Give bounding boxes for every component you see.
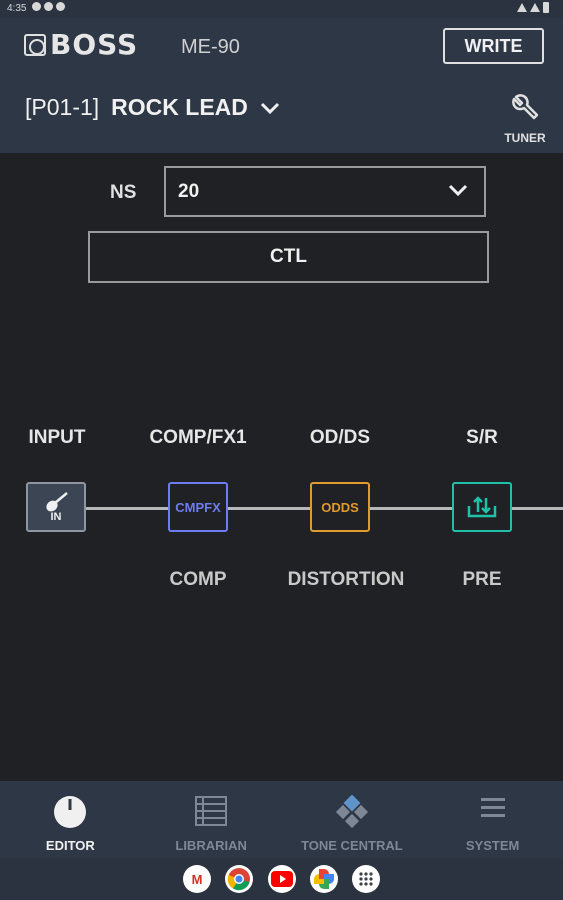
device-model: ME-90: [181, 36, 240, 58]
block-label-send-return: S/R: [466, 427, 498, 448]
tuner-label: TUNER: [504, 131, 546, 145]
photos-logo: [314, 869, 334, 889]
status-bar: 4:35: [0, 0, 563, 18]
wrench-icon: [512, 94, 539, 120]
send-return-block[interactable]: [452, 482, 512, 532]
chrome-icon[interactable]: [225, 865, 253, 893]
ns-dropdown[interactable]: 20: [164, 166, 486, 217]
nav-editor[interactable]: EDITOR: [0, 781, 141, 858]
bottom-navigation: EDITOR LIBRARIAN TONE CENTRAL SYSTEM: [0, 781, 563, 858]
chevron-down-icon: [260, 102, 279, 114]
nav-system-label: SYSTEM: [465, 838, 520, 853]
input-block[interactable]: IN: [26, 482, 86, 532]
nav-librarian-label: LIBRARIAN: [175, 838, 247, 853]
boss-logo: BOSS: [24, 28, 139, 61]
status-system-icons: [517, 2, 549, 13]
photos-icon[interactable]: [310, 865, 338, 893]
wifi-icon: [517, 3, 527, 12]
chevron-down-icon: [448, 184, 468, 197]
block-label-input: INPUT: [28, 427, 86, 448]
input-badge: IN: [50, 511, 62, 523]
guitar-icon: [46, 492, 68, 512]
list-icon: [195, 796, 228, 826]
chrome-logo: [227, 868, 250, 891]
status-notification-icons: [32, 2, 65, 11]
block-type-distortion: DISTORTION: [287, 569, 405, 590]
block-type-comp: COMP: [169, 569, 227, 590]
nav-system[interactable]: SYSTEM: [422, 781, 563, 858]
system-dock: M: [0, 858, 563, 900]
app-drawer-dots: [359, 872, 373, 886]
send-return-icon: [467, 496, 497, 518]
ns-label: NS: [110, 182, 137, 203]
status-time: 4:35: [7, 3, 27, 14]
nav-tone-central[interactable]: TONE CENTRAL: [282, 781, 423, 858]
nav-librarian[interactable]: LIBRARIAN: [141, 781, 282, 858]
youtube-logo: [271, 871, 293, 887]
app-drawer-icon[interactable]: [352, 865, 380, 893]
ns-value: 20: [178, 181, 200, 202]
knob-icon: [54, 796, 87, 828]
tone-central-icon: [335, 795, 368, 829]
boss-logo-icon: [24, 34, 46, 56]
app-header: BOSS ME-90 WRITE [P01-1] ROCK LEAD TUNER: [0, 18, 563, 153]
notification-icon: [44, 2, 53, 11]
nav-tone-central-label: TONE CENTRAL: [301, 838, 403, 853]
battery-icon: [543, 2, 549, 13]
patch-number: [P01-1]: [25, 94, 100, 120]
gmail-icon[interactable]: M: [183, 865, 211, 893]
block-label-od-ds: OD/DS: [309, 427, 371, 448]
signal-chain-line: [56, 507, 563, 510]
youtube-icon[interactable]: [268, 865, 296, 893]
patch-selector[interactable]: [P01-1] ROCK LEAD: [25, 94, 280, 121]
gmail-glyph: M: [191, 871, 203, 887]
signal-icon: [530, 3, 540, 12]
ctl-button[interactable]: CTL: [88, 231, 489, 283]
block-type-pre: PRE: [462, 569, 502, 590]
nav-editor-label: EDITOR: [45, 838, 95, 853]
write-button[interactable]: WRITE: [443, 28, 544, 64]
notification-icon: [32, 2, 41, 11]
notification-icon: [56, 2, 65, 11]
brand-name: BOSS: [50, 28, 139, 61]
block-label-comp-fx1: COMP/FX1: [149, 427, 247, 448]
tuner-button[interactable]: TUNER: [500, 92, 550, 145]
od-ds-block[interactable]: ODDS: [310, 482, 370, 532]
menu-icon: [480, 798, 505, 817]
comp-fx1-block[interactable]: CMPFX: [168, 482, 228, 532]
patch-name: ROCK LEAD: [111, 94, 248, 120]
